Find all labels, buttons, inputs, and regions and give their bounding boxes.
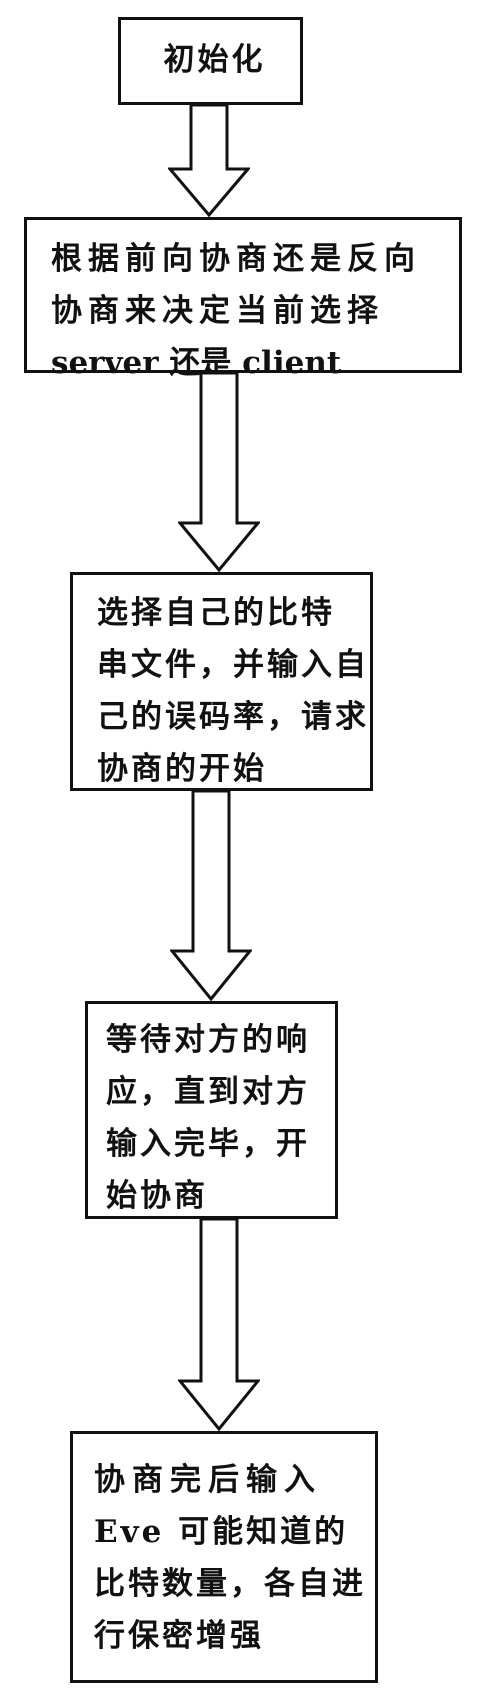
- step-initialize-box: 初始化: [118, 17, 303, 105]
- down-arrow-icon: [178, 1219, 260, 1431]
- step-select-file-box: 选择自己的比特 串文件，并输入自 己的误码率，请求 协商的开始: [70, 572, 373, 791]
- step-text-line: 根据前向协商还是反向: [51, 241, 421, 277]
- step-text-line: 应，直到对方: [106, 1074, 310, 1110]
- step-select-role-box: 根据前向协商还是反向 协商来决定当前选择 server 还是 client: [24, 217, 462, 381]
- down-arrow-icon: [168, 105, 250, 217]
- step-wait-response-box: 等待对方的响 应，直到对方 输入完毕，开 始协商: [85, 1001, 338, 1219]
- step-text-line: 串文件，并输入自: [97, 647, 369, 683]
- step-text-line: 行保密增强: [94, 1618, 264, 1654]
- step-text-line: 己的误码率，请求: [97, 699, 369, 735]
- step-text-line: 始协商: [106, 1178, 208, 1214]
- step-text-line: 等待对方的响: [106, 1022, 310, 1058]
- step-text-line: Eve 可能知道的: [94, 1514, 349, 1550]
- step-text-line: 初始化: [163, 42, 266, 78]
- step-text-line: 协商的开始: [97, 751, 267, 787]
- down-arrow-icon: [170, 791, 252, 1001]
- step-text-line: server 还是 client: [51, 345, 342, 381]
- step-text-line: 比特数量，各自进: [94, 1566, 366, 1602]
- step-text-line: 输入完毕，开: [106, 1126, 310, 1162]
- step-privacy-amplification-box: 协商完后输入 Eve 可能知道的 比特数量，各自进 行保密增强: [70, 1431, 378, 1683]
- step-text-line: 选择自己的比特: [97, 595, 335, 631]
- step-text-line: 协商完后输入: [94, 1462, 322, 1498]
- down-arrow-icon: [178, 373, 260, 572]
- step-text-line: 协商来决定当前选择: [51, 293, 384, 329]
